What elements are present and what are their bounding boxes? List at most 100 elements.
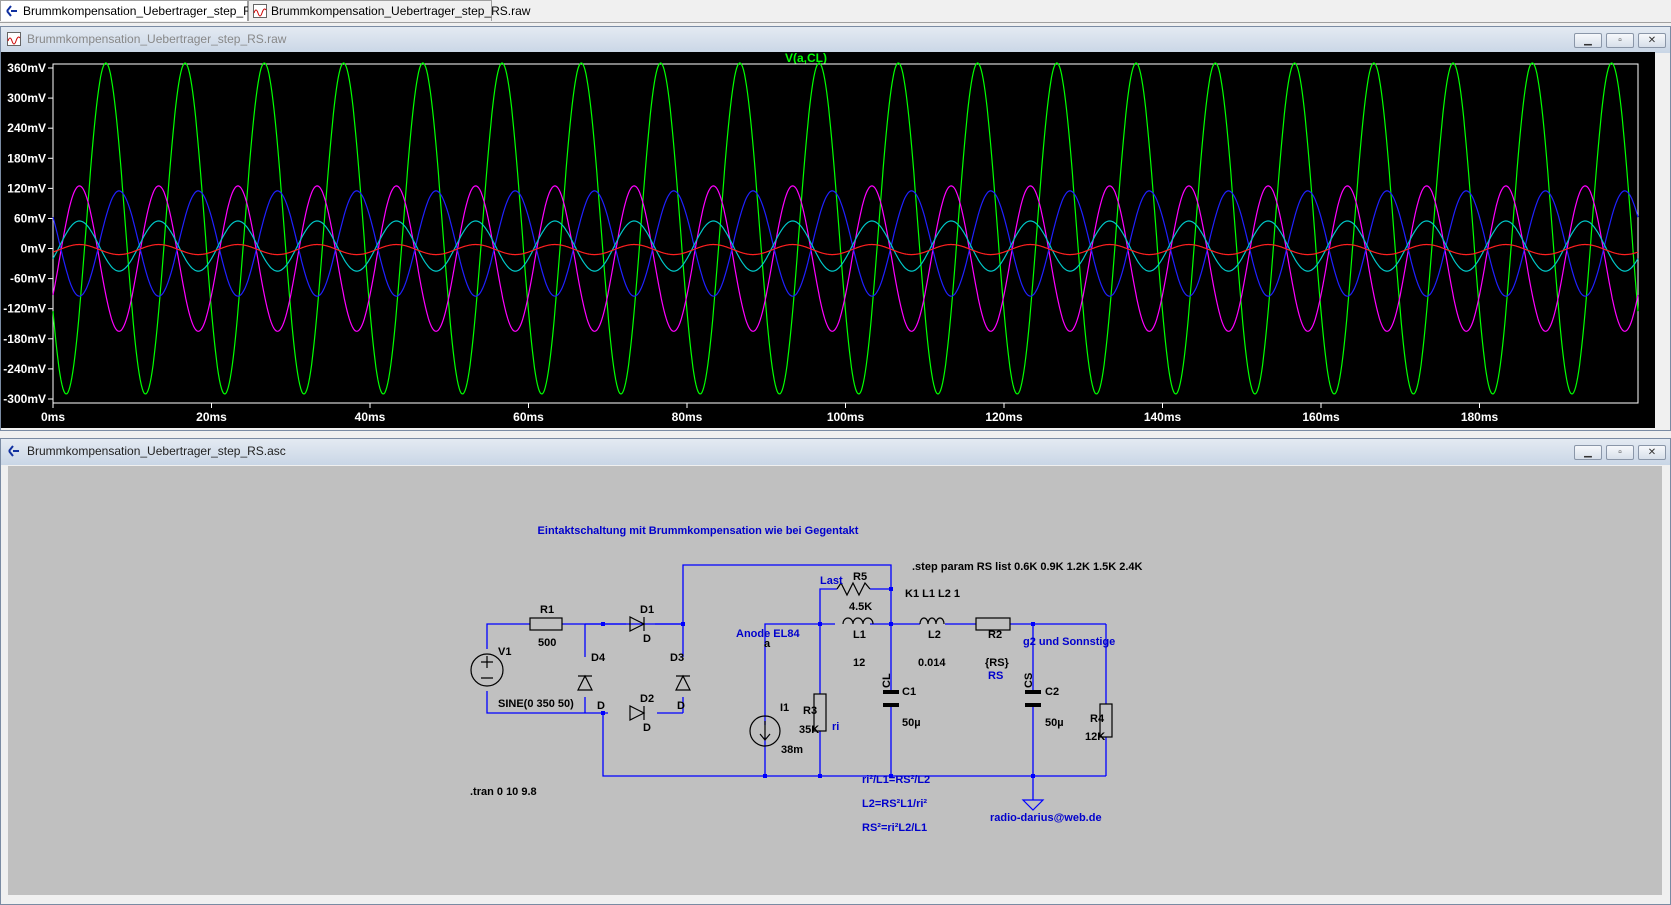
label-l2: L2: [928, 629, 941, 641]
inductor-l1[interactable]: [842, 617, 874, 625]
x-tick-label: 180ms: [1461, 410, 1499, 424]
label-i1-value: 38m: [781, 744, 803, 756]
waveform-plot[interactable]: V(a,CL) 360mV300mV240mV180mV120mV60mV0mV…: [1, 52, 1655, 428]
label-anode: Anode EL84: [736, 628, 800, 640]
label-g2: g2 und Sonnstige: [1023, 636, 1115, 648]
y-tick-label: -300mV: [3, 392, 46, 406]
minimize-button[interactable]: ▁: [1574, 445, 1602, 460]
maximize-button[interactable]: ▫: [1606, 445, 1634, 460]
diode-d1[interactable]: [629, 616, 646, 632]
label-d4: D4: [591, 652, 606, 664]
label-d2-model: D: [643, 722, 651, 734]
y-tick-label: -120mV: [3, 302, 46, 316]
label-v1-value: SINE(0 350 50): [498, 698, 574, 710]
diode-d2[interactable]: [629, 705, 646, 721]
label-r5: R5: [853, 571, 867, 583]
label-r5-value: 4.5K: [849, 601, 872, 613]
label-cs: CS: [1023, 673, 1035, 688]
trace-line-5: [52, 243, 1639, 256]
label-l2-value: 0.014: [918, 657, 946, 669]
label-d2: D2: [640, 693, 654, 705]
resistor-r4[interactable]: [1099, 703, 1113, 738]
waveform-icon: [7, 32, 21, 46]
tab-waveform[interactable]: Brummkompensation_Uebertrager_step_RS.ra…: [248, 0, 530, 21]
label-c2-value: 50µ: [1045, 717, 1064, 729]
x-tick-label: 140ms: [1144, 410, 1182, 424]
label-c1-value: 50µ: [902, 717, 921, 729]
close-button[interactable]: ✕: [1638, 445, 1666, 460]
y-tick-label: 360mV: [7, 61, 46, 75]
close-button[interactable]: ✕: [1638, 33, 1666, 48]
step-directive[interactable]: .step param RS list 0.6K 0.9K 1.2K 1.5K …: [912, 561, 1143, 573]
formula-3: RS²=ri²L2/L1: [862, 822, 927, 834]
current-source-i1[interactable]: [749, 715, 781, 747]
schematic-icon: [6, 5, 17, 17]
label-l1: L1: [853, 629, 866, 641]
x-tick-label: 100ms: [827, 410, 865, 424]
label-v1: V1: [498, 646, 511, 658]
diode-d4[interactable]: [577, 674, 593, 691]
formula-1: ri²/L1=RS²/L2: [862, 774, 930, 786]
trace-line-4: [52, 220, 1639, 272]
trace-label[interactable]: V(a,CL): [785, 52, 827, 65]
label-r2-value: {RS}: [985, 657, 1010, 669]
wires: [486, 564, 1107, 800]
waveform-window-titlebar: Brummkompensation_Uebertrager_step_RS.ra…: [1, 27, 1670, 53]
label-c1: C1: [902, 686, 916, 698]
trace-line-1: [52, 62, 1639, 395]
label-c2: C2: [1045, 686, 1059, 698]
y-tick-label: 300mV: [7, 91, 46, 105]
resistor-r2[interactable]: [975, 617, 1011, 631]
schematic-icon: [8, 445, 19, 457]
label-d1: D1: [640, 604, 654, 616]
label-d1-model: D: [643, 633, 651, 645]
label-r4: R4: [1090, 713, 1105, 725]
x-tick-label: 120ms: [985, 410, 1023, 424]
label-r3: R3: [803, 705, 817, 717]
ground-symbol: [1021, 799, 1045, 811]
x-tick-label: 60ms: [513, 410, 544, 424]
tab-schematic[interactable]: Brummkompensation_Uebertrager_step_RS.as…: [0, 0, 282, 21]
schematic-drawing[interactable]: Eintaktschaltung mit Brummkompensation w…: [8, 466, 1662, 895]
tab-schematic-label: Brummkompensation_Uebertrager_step_RS.as…: [23, 4, 282, 18]
x-tick-label: 20ms: [196, 410, 227, 424]
voltage-source-v1[interactable]: [470, 653, 504, 687]
schematic-window-title: Brummkompensation_Uebertrager_step_RS.as…: [27, 444, 286, 458]
label-d4-model: D: [597, 700, 605, 712]
document-tab-bar: Brummkompensation_Uebertrager_step_RS.as…: [0, 0, 1671, 23]
x-tick-label: 160ms: [1302, 410, 1340, 424]
y-tick-label: -180mV: [3, 332, 46, 346]
junction-dots: [601, 587, 1035, 778]
x-tick-label: 40ms: [355, 410, 386, 424]
resistor-r1[interactable]: [529, 617, 563, 631]
y-tick-label: 0mV: [21, 242, 46, 256]
inductor-l2[interactable]: [919, 617, 945, 625]
resistor-r5[interactable]: [836, 581, 871, 597]
schematic-window-titlebar: Brummkompensation_Uebertrager_step_RS.as…: [1, 439, 1670, 465]
email-note: radio-darius@web.de: [990, 812, 1102, 824]
capacitor-c1[interactable]: [883, 690, 899, 707]
x-tick-label: 0ms: [41, 410, 65, 424]
diode-d3[interactable]: [675, 674, 691, 691]
plot-traces: [52, 62, 1639, 395]
tab-waveform-label: Brummkompensation_Uebertrager_step_RS.ra…: [271, 4, 531, 18]
trace-line-2: [52, 185, 1639, 332]
label-d3: D3: [670, 652, 684, 664]
minimize-button[interactable]: ▁: [1574, 33, 1602, 48]
label-l1-value: 12: [853, 657, 865, 669]
label-node-a: a: [764, 638, 771, 650]
coupling-directive[interactable]: K1 L1 L2 1: [905, 588, 960, 600]
resistor-r3[interactable]: [813, 693, 827, 732]
y-tick-label: 180mV: [7, 151, 46, 165]
label-r4-value: 12K: [1085, 731, 1105, 743]
label-cl: CL: [881, 673, 893, 688]
label-ri: ri: [832, 721, 839, 733]
tran-directive[interactable]: .tran 0 10 9.8: [470, 786, 537, 798]
maximize-button[interactable]: ▫: [1606, 33, 1634, 48]
plot-axes: 360mV300mV240mV180mV120mV60mV0mV-60mV-12…: [3, 61, 1639, 424]
capacitor-c2[interactable]: [1025, 690, 1041, 707]
schematic-canvas[interactable]: Eintaktschaltung mit Brummkompensation w…: [8, 466, 1662, 895]
label-i1: I1: [780, 702, 789, 714]
schematic-heading: Eintaktschaltung mit Brummkompensation w…: [538, 525, 859, 537]
formula-2: L2=RS²L1/ri²: [862, 798, 927, 810]
